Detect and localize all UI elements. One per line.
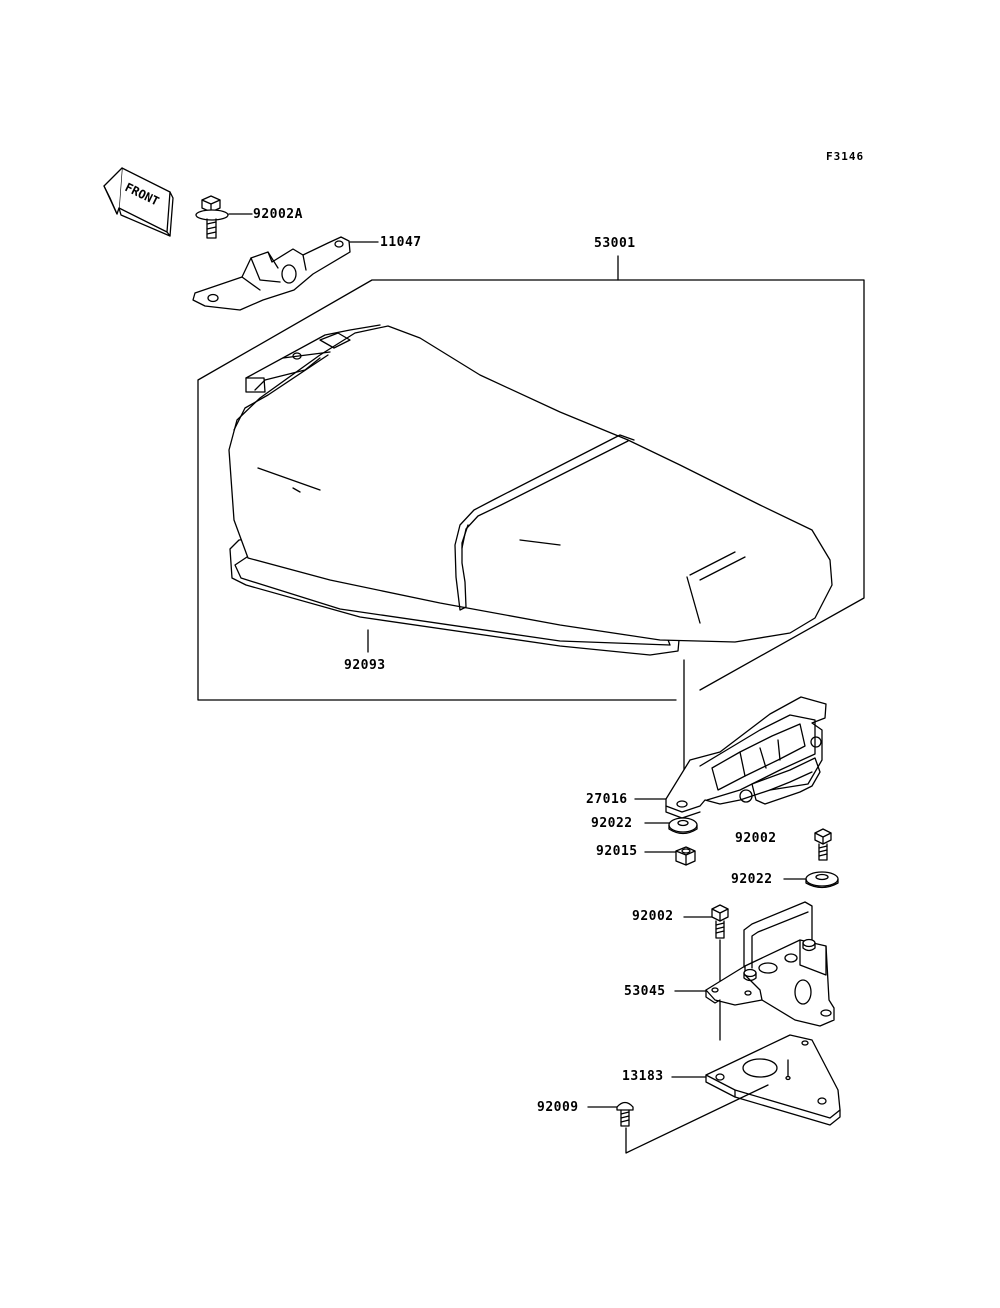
part-label-92093: 92093 xyxy=(344,658,386,673)
seat-53001-icon xyxy=(228,324,833,656)
part-label-92009: 92009 xyxy=(537,1100,579,1115)
screw-92009-icon xyxy=(616,1101,634,1127)
part-label-53045: 53045 xyxy=(624,984,666,999)
part-label-92022-a: 92022 xyxy=(591,816,633,831)
front-arrow-icon: FRONT xyxy=(103,167,174,237)
bracket-53045-icon xyxy=(705,901,835,1027)
bolt-92002A-icon xyxy=(195,195,229,239)
part-label-92022-b: 92022 xyxy=(731,872,773,887)
washer-92022-a-icon xyxy=(668,817,698,835)
leader-92009-path xyxy=(625,1084,769,1154)
part-label-92015: 92015 xyxy=(596,844,638,859)
part-label-11047: 11047 xyxy=(380,235,422,250)
latch-27016-icon xyxy=(665,696,827,819)
part-label-27016: 27016 xyxy=(586,792,628,807)
part-label-92002-b: 92002 xyxy=(632,909,674,924)
part-label-13183: 13183 xyxy=(622,1069,664,1084)
part-label-92002A: 92002A xyxy=(253,207,303,222)
nut-92015-icon xyxy=(675,846,696,866)
part-label-53001: 53001 xyxy=(594,236,636,251)
figure-code: F3146 xyxy=(826,150,865,163)
bolt-92002-b-icon xyxy=(711,904,729,939)
bolt-92002-a-icon xyxy=(814,828,832,861)
part-label-92002-a: 92002 xyxy=(735,831,777,846)
bracket-11047-icon xyxy=(192,236,351,311)
washer-92022-b-icon xyxy=(805,871,839,889)
assembly-frame-53001 xyxy=(197,279,865,701)
plate-13183-icon xyxy=(705,1034,841,1126)
